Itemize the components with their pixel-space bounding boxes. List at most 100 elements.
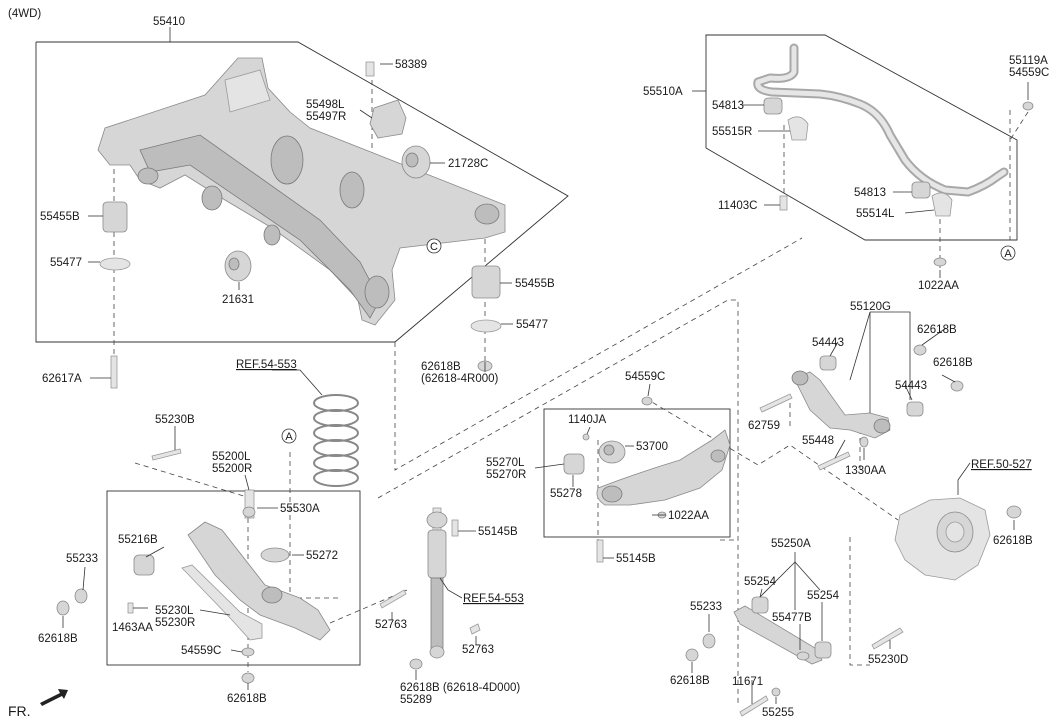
- label-nut-54559c-lower: 54559C: [181, 645, 221, 657]
- label-nut-62618b-left: 62618B: [38, 633, 78, 645]
- bolt-52763-b-shape: [469, 623, 481, 635]
- label-arm-55120g: 55120G: [850, 301, 891, 313]
- nut-54559c-lower-shape: [241, 647, 255, 657]
- bolt-55145b-top-shape: [451, 519, 459, 537]
- label-nut-62618b-arm-top: 62618B: [917, 324, 957, 336]
- label-bushing-21631: 21631: [222, 294, 254, 306]
- bolt-1463aa-shape: [127, 602, 134, 614]
- spring-seat-55272-shape: [260, 547, 290, 563]
- label-bolt-55145b-bottom: 55145B: [616, 553, 656, 565]
- label-line: 55497R: [306, 111, 346, 123]
- label-bushing-55254-a: 55254: [744, 576, 777, 588]
- trailing-arm-shape: [596, 429, 731, 506]
- coil-spring: [313, 394, 359, 487]
- label-line: 55230R: [155, 617, 195, 629]
- label-subframe: 55410: [153, 16, 185, 28]
- label-bushing-55216b: 55216B: [118, 534, 158, 546]
- label-nut-62618b-center: 62618B(62618-4R000): [421, 361, 499, 385]
- label-washer-55233-left: 55233: [66, 553, 98, 565]
- callout-a-right: [1000, 245, 1016, 261]
- trailing-arm-assembly: [563, 396, 731, 563]
- upper-arm-55120g: [759, 344, 964, 471]
- bolt-52763-a-shape: [379, 589, 407, 609]
- label-bushing-54813-top: 54813: [712, 100, 744, 112]
- bolt-62617a-shape: [110, 355, 118, 389]
- bolt-55145b-bottom-shape: [596, 539, 604, 563]
- label-stabilizer-bar: 55510A: [643, 86, 683, 98]
- label-line: 62618B: [421, 361, 461, 373]
- bushing-55278-shape: [563, 453, 585, 475]
- subframe-hole-c: [263, 224, 281, 246]
- label-washer-55477b: 55477B: [772, 612, 812, 624]
- label-nut-62618b-bottom: 62618B: [227, 693, 267, 705]
- label-stab-link-55530a: 55530A: [280, 503, 320, 515]
- subframe-body: [97, 57, 506, 326]
- label-washer-55477-right: 55477: [516, 319, 548, 331]
- leader-lines: [62, 27, 1029, 704]
- washer-1330aa-shape: [859, 436, 869, 448]
- label-nut-62618b-knuckle: 62618B: [993, 535, 1033, 547]
- nut-54559c-mid-shape: [641, 396, 653, 406]
- label-nut-62618b-lower-right: 62618B: [670, 675, 710, 687]
- rear-subframe: [97, 57, 506, 326]
- label-line: 55498L: [306, 99, 345, 111]
- callout-c: [426, 238, 442, 254]
- label-washer-1330aa: 1330AA: [845, 465, 886, 477]
- bolt-1140ja-shape: [582, 433, 590, 441]
- subframe-upper-mount: [224, 69, 271, 113]
- subframe-hole-e: [474, 203, 500, 225]
- label-shock-ref[interactable]: REF.54-553: [463, 593, 524, 605]
- bushing-54443-top-shape: [819, 355, 837, 371]
- subframe-hole-b: [339, 171, 365, 209]
- trailing-arm-eye: [601, 485, 623, 503]
- washer-55477-right-shape: [470, 319, 502, 333]
- nut-62618b-lower-right-shape: [685, 648, 699, 662]
- label-bushing-55254-b: 55254: [807, 590, 840, 602]
- nut-shock-bottom-shape: [409, 658, 423, 670]
- label-washer-55255: 55255: [762, 707, 794, 719]
- label-bushing-21728c: 21728C: [448, 158, 488, 170]
- label-ref-50-527[interactable]: REF.50-527: [971, 459, 1032, 471]
- label-bolt-62617a: 62617A: [42, 373, 82, 385]
- stab-link-55530a-head: [242, 506, 256, 518]
- label-nut-54559c-mid: 54559C: [625, 371, 665, 383]
- label-bolt-55230b: 55230B: [155, 414, 195, 426]
- label-bushing-53700: 53700: [636, 441, 668, 453]
- subframe-hole-g: [137, 167, 159, 185]
- nut-62618b-bottom-shape: [241, 672, 255, 684]
- label-bushing-55455b-left: 55455B: [40, 211, 80, 223]
- trailing-arm-eye-b: [710, 449, 726, 463]
- front-arrow-icon: [40, 689, 68, 706]
- label-arm-55250a: 55250A: [771, 538, 811, 550]
- nut-62618b-arm-right-shape: [950, 380, 964, 392]
- arm-55230-shape: [181, 564, 263, 641]
- subframe-hole-a: [270, 135, 304, 185]
- bolt-55230b-shape: [151, 448, 182, 461]
- label-spring-seat-55272: 55272: [306, 550, 338, 562]
- label-spring-ref[interactable]: REF.54-553: [236, 359, 297, 371]
- label-line: 62618B (62618-4D000): [400, 682, 520, 694]
- label-bracket-55514l: 55514L: [856, 208, 895, 220]
- label-nut-62618b-arm-right: 62618B: [933, 357, 973, 369]
- label-bolt-55145b-top: 55145B: [478, 526, 518, 538]
- lower-arm-group-box: [106, 490, 361, 666]
- label-bolt-11671: 11671: [732, 676, 763, 688]
- washer-55233-left-shape: [74, 588, 88, 604]
- label-nut-1022aa-mid: 1022AA: [668, 510, 709, 522]
- label-nut-1022aa-top: 1022AA: [918, 280, 959, 292]
- nut-1022aa-top-shape: [933, 257, 947, 267]
- nut-62618b-arm-top-shape: [913, 344, 927, 356]
- label-line: 55289: [400, 694, 432, 706]
- bushing-53700-core: [603, 444, 615, 456]
- knuckle-hub-center: [945, 521, 965, 543]
- label-bushing-55278: 55278: [550, 488, 582, 500]
- label-bolt-52763-b: 52763: [462, 644, 494, 656]
- stab-link-55530a-shape: [244, 489, 255, 519]
- label-bolt-62759: 62759: [748, 420, 780, 432]
